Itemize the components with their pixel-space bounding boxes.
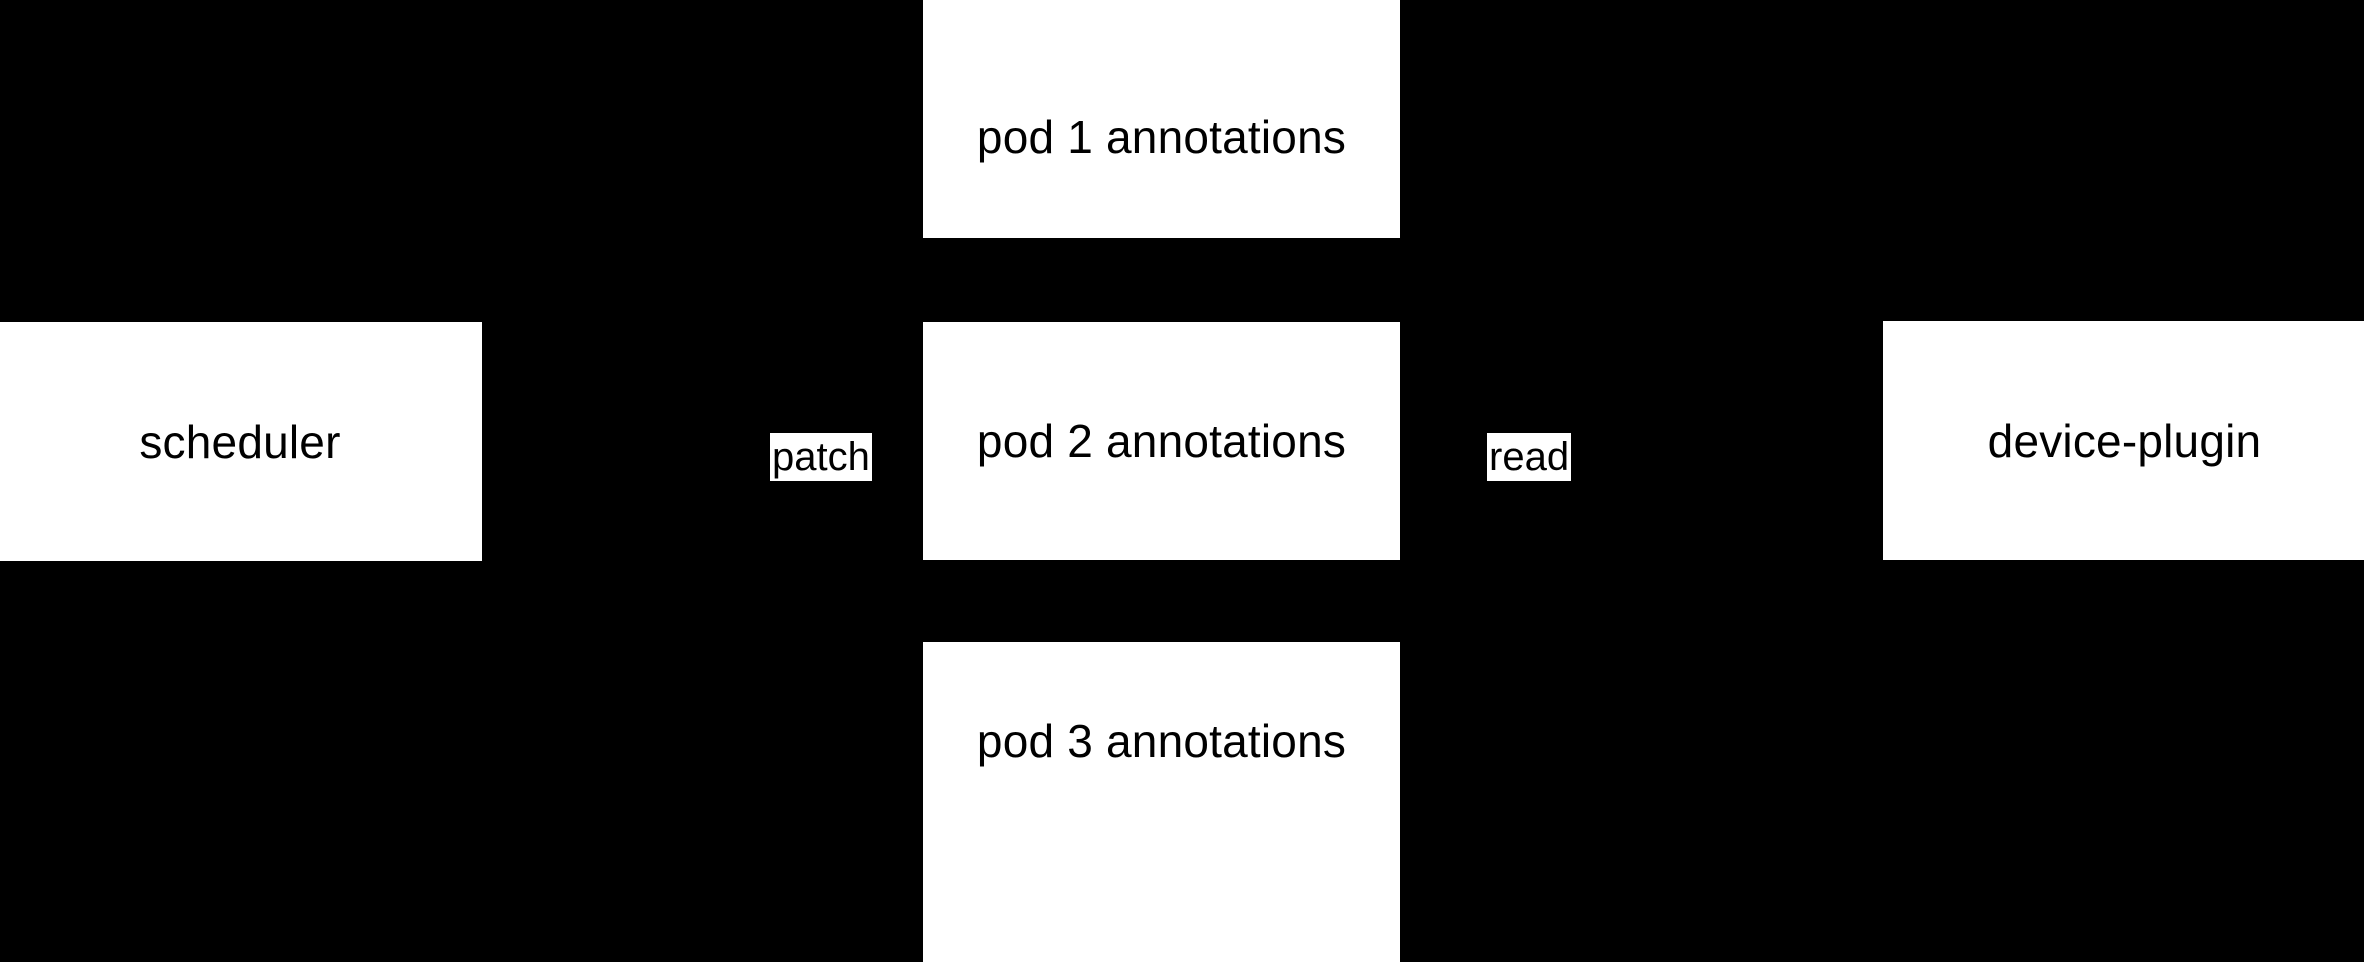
connector-read-to-device-plugin bbox=[1570, 440, 1883, 442]
node-pod-1-annotations[interactable]: pod 1 annotations bbox=[923, 0, 1400, 238]
node-pod-3-annotations-label: pod 3 annotations bbox=[976, 715, 1347, 767]
connector-pods-to-device-plugin bbox=[1400, 440, 1487, 442]
edge-label-read: read bbox=[1487, 433, 1572, 481]
node-device-plugin-label: device-plugin bbox=[1987, 414, 2262, 467]
node-scheduler[interactable]: scheduler bbox=[0, 322, 482, 561]
node-device-plugin[interactable]: device-plugin bbox=[1883, 321, 2364, 560]
node-pod-1-annotations-label: pod 1 annotations bbox=[976, 111, 1347, 163]
node-pod-3-annotations[interactable]: pod 3 annotations bbox=[923, 642, 1400, 962]
node-pod-2-annotations-label: pod 2 annotations bbox=[976, 415, 1347, 467]
edge-label-patch: patch bbox=[770, 433, 872, 481]
node-scheduler-label: scheduler bbox=[139, 415, 341, 468]
node-pod-2-annotations[interactable]: pod 2 annotations bbox=[923, 322, 1400, 560]
connector-scheduler-to-pods bbox=[482, 440, 770, 442]
